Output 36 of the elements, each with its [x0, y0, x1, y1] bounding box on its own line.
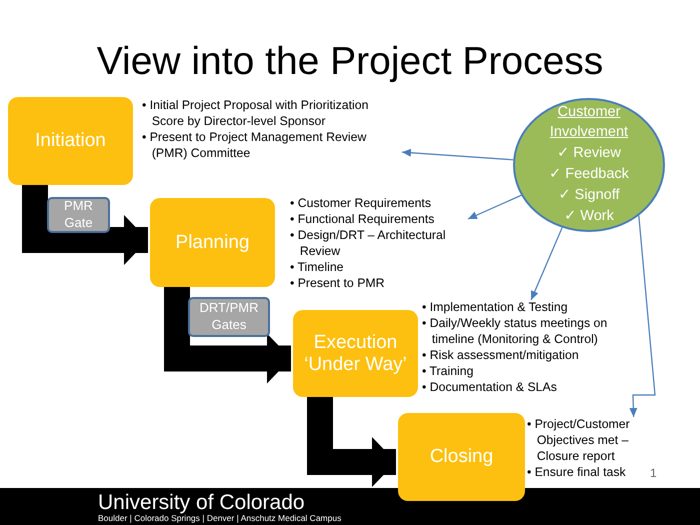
block-arrow: [22, 185, 148, 265]
bullet-item: • Implementation & Testing: [422, 300, 569, 316]
checklist-item: ✓ Review: [557, 144, 621, 163]
bullet-item: • Present to PMR: [290, 276, 386, 292]
block-arrow: [164, 287, 291, 384]
bullet-item: • Ensure final task: [527, 464, 627, 481]
university-name: University of Colorado: [98, 491, 305, 514]
bullet-item: • Design/DRT – Architectural Review: [290, 228, 447, 260]
checklist-item: ✓ Work: [564, 206, 614, 226]
bullet-item: • Training: [422, 364, 474, 380]
process-box: Planning: [150, 198, 275, 287]
process-box: Execution ‘Under Way’: [293, 310, 418, 397]
bullet-item: • Risk assessment/mitigation: [422, 348, 580, 364]
arrow: [402, 148, 514, 160]
bullet-item: • Functional Requirements: [290, 212, 436, 228]
bullet-item: • Documentation & SLAs: [422, 380, 558, 396]
bullet-item: • Initial Project Proposal with Prioritization Score by Director-level Sponsor: [142, 98, 370, 130]
gate-box: PMR Gate: [47, 197, 110, 233]
bullet-item: • Daily/Weekly status meetings on timeline (Monitoring & Control): [422, 316, 608, 348]
block-arrow: [307, 397, 396, 487]
checklist-item: ✓ Signoff: [558, 186, 620, 205]
campus-list: Boulder | Colorado Springs | Denver | Anschutz Medical Campus: [98, 513, 342, 523]
checklist-item: ✓ Feedback: [549, 164, 629, 184]
process-box: Initiation: [8, 97, 133, 185]
bullet-item: • Present to Project Management Review (PMR) Committee: [142, 130, 368, 162]
arrow: [468, 194, 522, 220]
bullet-item: • Project/Customer Objectives met – Closure report: [527, 417, 631, 465]
process-box: Closing: [398, 413, 525, 501]
bullet-item: • Customer Requirements: [290, 196, 432, 212]
ellipse-heading: Customer Involvement: [548, 103, 630, 142]
gate-box: DRT/PMR Gates: [188, 297, 270, 337]
bullet-item: • Timeline: [290, 260, 345, 276]
slide-title: View into the Project Process: [96, 40, 604, 84]
arrow: [629, 216, 656, 418]
arrow: [530, 227, 563, 300]
page-number: 1: [650, 466, 657, 480]
